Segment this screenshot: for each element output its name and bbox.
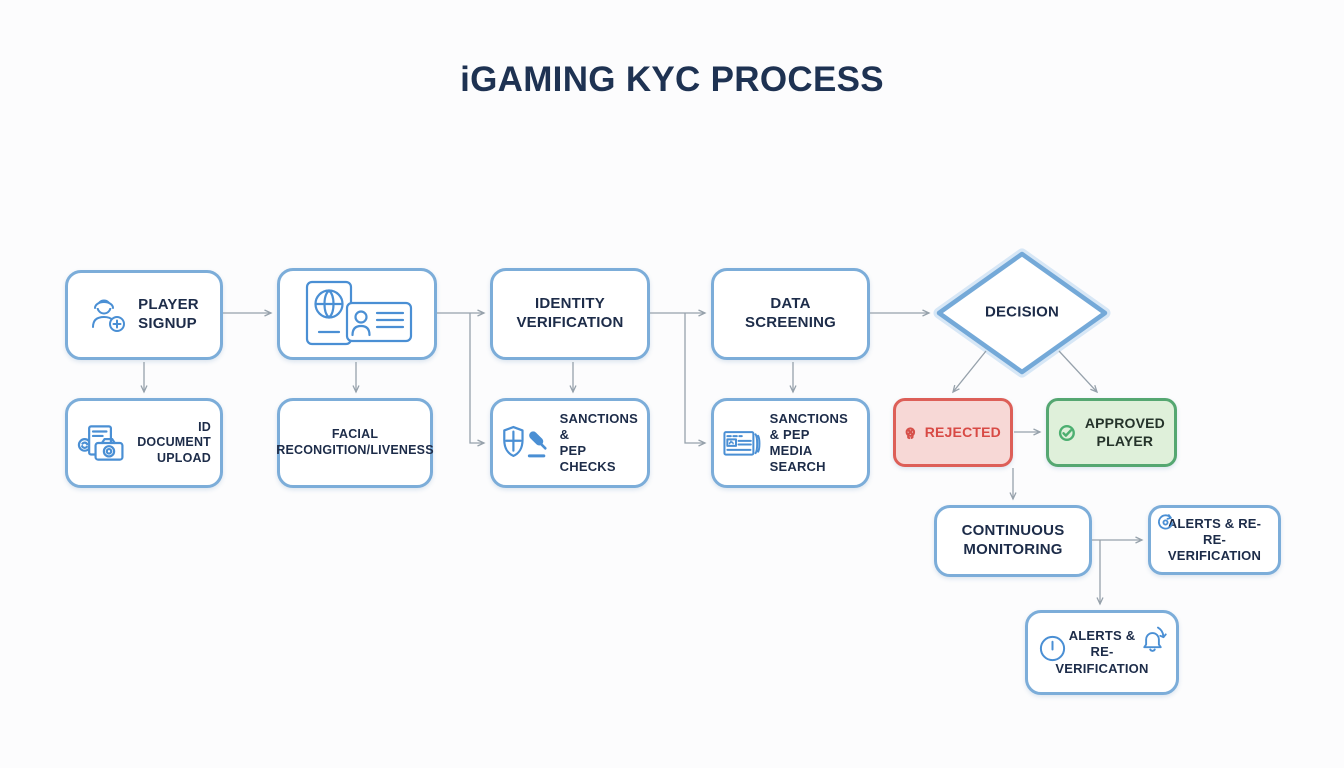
shield-gavel-icon — [502, 420, 551, 466]
page-title: iGAMING KYC PROCESS — [460, 60, 884, 99]
node-player-signup: PLAYER SIGNUP — [65, 270, 223, 360]
node-id-document-upload: ID DOCUMENT UPLOAD — [65, 398, 223, 488]
node-label: ID DOCUMENT UPLOAD — [137, 419, 212, 465]
node-label: APPROVED PLAYER — [1084, 415, 1165, 449]
check-circle-icon — [1058, 417, 1076, 449]
bell-refresh-icon — [1137, 624, 1168, 654]
node-label: DECISION — [984, 303, 1060, 321]
decision-diamond-shape — [933, 248, 1111, 378]
node-sanctions-pep-checks: SANCTIONS & PEP CHECKS — [490, 398, 650, 488]
add-user-icon — [89, 296, 129, 334]
node-decision: DECISION — [933, 248, 1111, 378]
node-data-screening: DATA SCREENING — [711, 268, 870, 360]
connector-document-icons-to-sanctions-pep-checks — [469, 313, 486, 447]
node-label: IDENTITY VERIFICATION — [516, 295, 624, 331]
node-label: ALERTS & RE- RE-VERIFICATION — [1167, 515, 1262, 564]
node-label: FACIAL RECONGITION/LIVENESS — [276, 427, 434, 457]
document-camera-icon — [77, 414, 128, 472]
refresh-icon — [1156, 513, 1175, 532]
node-label: SANCTIONS & PEP CHECKS — [559, 410, 638, 475]
alert-circle-icon — [1038, 634, 1067, 663]
node-label: CONTINUOUS MONITORING — [961, 522, 1065, 558]
node-approved-player: APPROVED PLAYER — [1046, 398, 1177, 467]
node-label: DATA SCREENING — [745, 295, 836, 331]
node-label: SANCTIONS & PEP MEDIA SEARCH — [769, 410, 848, 475]
node-identity-verification: IDENTITY VERIFICATION — [490, 268, 650, 360]
connector-identity-verification-to-media-search — [684, 313, 707, 447]
node-label: REJECTED — [924, 423, 1001, 440]
node-rejected: REJECTED — [893, 398, 1013, 467]
node-facial-recognition-liveness: FACIAL RECONGITION/LIVENESS — [276, 398, 434, 488]
newspaper-icon — [723, 423, 761, 463]
node-continuous-monitoring: CONTINUOUS MONITORING — [934, 505, 1092, 577]
node-alerts-reverification-side: ALERTS & RE- RE-VERIFICATION — [1148, 505, 1281, 575]
node-document-icons — [277, 268, 437, 360]
node-sanctions-pep-media-search: SANCTIONS & PEP MEDIA SEARCH — [711, 398, 870, 488]
passport-id-card-icon — [296, 279, 418, 349]
node-label: PLAYER SIGNUP — [138, 296, 199, 332]
prohibited-icon — [905, 413, 916, 453]
node-label: ALERTS & RE-VERIFICATION — [1055, 628, 1149, 676]
node-alerts-reverification-bottom: ALERTS & RE-VERIFICATION — [1025, 610, 1179, 695]
